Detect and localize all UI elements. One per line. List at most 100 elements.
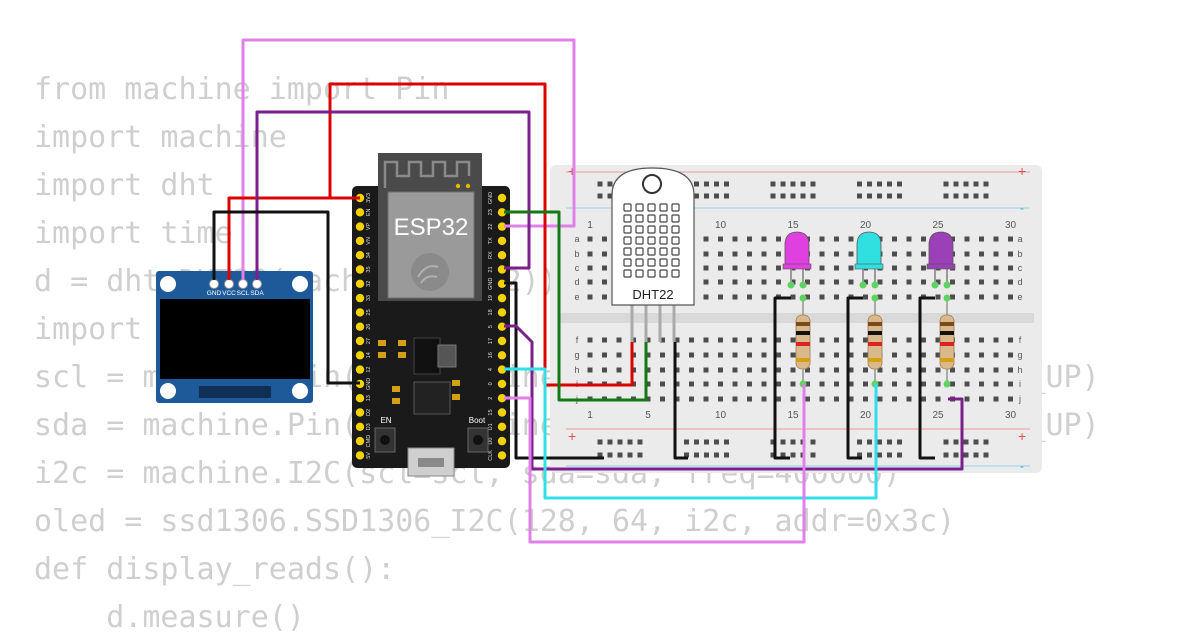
esp32-pin[interactable] — [355, 365, 365, 374]
breadboard-hole — [877, 294, 883, 300]
esp32-pin[interactable] — [497, 208, 507, 217]
esp32-pin[interactable] — [355, 436, 365, 446]
breadboard-hole — [921, 265, 926, 271]
rail-hole — [790, 193, 796, 199]
esp32-pin[interactable] — [355, 351, 365, 360]
rail-hole — [780, 439, 786, 445]
breadboard-hole — [776, 381, 781, 387]
row-letter: c — [575, 263, 580, 273]
esp32-pin[interactable] — [497, 193, 507, 203]
rail-hole — [694, 452, 699, 458]
breadboard-hole — [776, 337, 781, 343]
esp32-pin[interactable] — [355, 336, 365, 346]
breadboard-hole — [892, 251, 897, 257]
breadboard-hole — [1008, 352, 1013, 358]
oled-pin[interactable] — [238, 279, 248, 289]
breadboard-hole — [660, 396, 665, 402]
row-letter: j — [1018, 394, 1021, 404]
breadboard-hole — [892, 265, 897, 271]
en-button[interactable] — [374, 427, 396, 453]
breadboard-hole — [863, 396, 868, 402]
rail-hole — [897, 439, 902, 445]
rail-hole — [704, 452, 709, 458]
breadboard-hole — [906, 236, 912, 242]
code-line: import time — [34, 216, 233, 251]
esp32-pin[interactable] — [355, 279, 365, 288]
esp32-pin[interactable] — [497, 351, 507, 360]
breadboard-hole — [993, 236, 999, 242]
code-line: import dht — [34, 168, 215, 203]
column-number: 1 — [587, 410, 593, 421]
breadboard-hole — [993, 367, 999, 373]
breadboard-hole — [616, 337, 622, 343]
column-number: 20 — [860, 410, 872, 421]
esp32-pin[interactable] — [355, 208, 365, 217]
esp32-pin-label: 22 — [488, 224, 494, 230]
rail-hole — [694, 181, 699, 187]
esp32-pin[interactable] — [355, 265, 365, 274]
oled-pin[interactable] — [252, 279, 262, 289]
breadboard-hole — [645, 337, 651, 343]
esp32-pin[interactable] — [355, 408, 365, 417]
breadboard-hole — [1008, 396, 1013, 402]
wire-dht-gnd — [673, 342, 688, 460]
breadboard-hole — [848, 352, 854, 358]
breadboard-hole — [921, 251, 926, 257]
breadboard-hole — [834, 279, 839, 285]
breadboard-hole — [703, 236, 709, 242]
esp32-pin[interactable] — [497, 436, 507, 446]
breadboard-hole — [964, 396, 970, 402]
breadboard-hole — [906, 396, 912, 402]
esp32-pin[interactable] — [355, 251, 365, 260]
breadboard-hole — [892, 352, 897, 358]
breadboard-hole — [935, 294, 941, 300]
esp32-pin[interactable] — [497, 236, 507, 246]
esp32-pin[interactable] — [355, 293, 365, 303]
oled-pin[interactable] — [224, 279, 234, 289]
esp32-pin[interactable] — [355, 422, 365, 431]
esp32-pin[interactable] — [355, 236, 365, 246]
row-letter: g — [1017, 350, 1022, 360]
esp32-pin[interactable] — [355, 222, 365, 231]
breadboard-hole — [892, 236, 897, 242]
esp32-title: ESP32 — [394, 214, 469, 241]
rail-hole — [617, 452, 623, 458]
esp32-pin[interactable] — [497, 394, 507, 403]
rail-hole — [810, 439, 816, 445]
esp32-pin-label: 3V3 — [366, 193, 372, 203]
esp32-pin[interactable] — [355, 322, 365, 331]
rail-hole — [597, 181, 603, 187]
breadboard-hole — [660, 367, 665, 373]
esp32-pin-label: 5V — [366, 452, 372, 459]
esp32-pin[interactable] — [355, 451, 365, 460]
esp32-pin[interactable] — [497, 308, 507, 317]
row-letter: a — [1017, 234, 1022, 244]
breadboard-hole — [732, 251, 738, 257]
esp32-pin[interactable] — [497, 293, 507, 303]
breadboard-hole — [819, 381, 825, 387]
esp32-pin[interactable] — [355, 394, 365, 403]
esp32-pin-label: 21 — [488, 266, 494, 272]
breadboard-hole — [979, 352, 984, 358]
esp32-pin[interactable] — [497, 451, 507, 460]
esp32-pin[interactable] — [355, 308, 365, 317]
esp32-pin[interactable] — [497, 379, 507, 389]
code-line: d.measure() — [34, 600, 305, 635]
breadboard-hole — [747, 279, 752, 285]
breadboard-hole — [703, 367, 709, 373]
breadboard-hole — [921, 396, 926, 402]
boot-button[interactable] — [467, 427, 489, 453]
oled-pin[interactable] — [209, 279, 219, 289]
esp32-pin[interactable] — [497, 408, 507, 417]
row-letter: i — [1019, 379, 1021, 389]
rail-hole — [800, 181, 806, 187]
esp32-pin[interactable] — [497, 336, 507, 346]
esp32-pin[interactable] — [497, 422, 507, 431]
breadboard-hole — [761, 265, 767, 271]
rail-hole — [607, 439, 613, 445]
column-number: 15 — [787, 410, 799, 421]
column-number: 15 — [787, 220, 799, 231]
esp32-pin[interactable] — [497, 251, 507, 260]
breadboard-hole — [718, 265, 723, 271]
wire-dht-data — [504, 210, 648, 402]
